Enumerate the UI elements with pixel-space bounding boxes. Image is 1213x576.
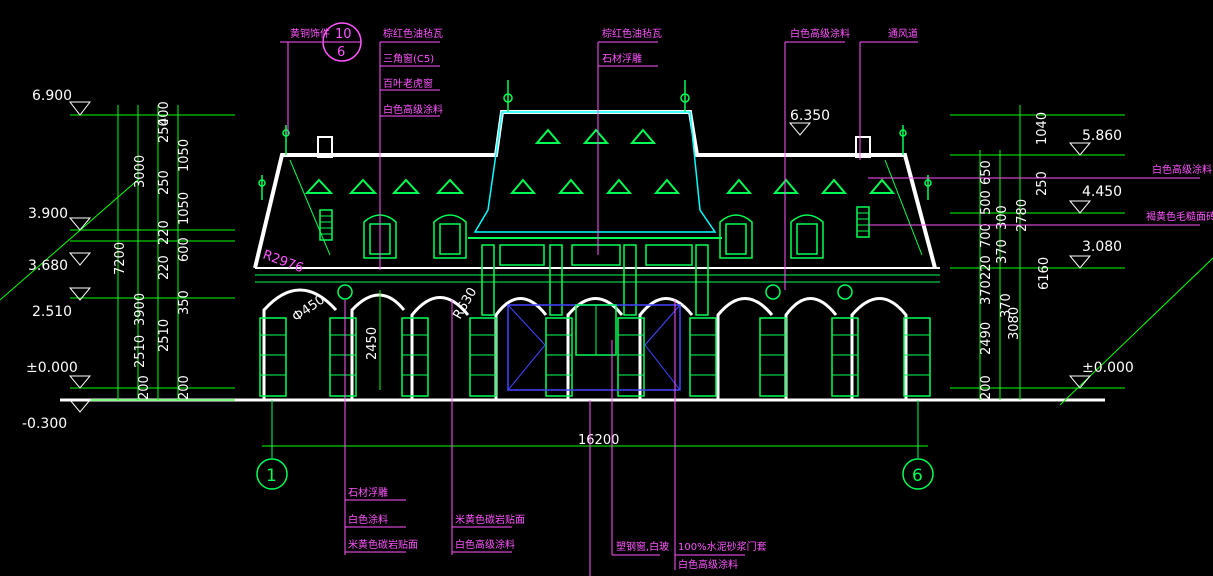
roof-hatching [289, 159, 923, 256]
level-label: ±0.000 [26, 360, 78, 376]
dimension-lines [0, 105, 1213, 455]
arcade-arches [262, 288, 908, 400]
annotation-text: 通风道 [888, 27, 918, 40]
annotation-text: 褐黄色毛糙面砖 [1146, 210, 1213, 223]
triangle-windows [304, 128, 896, 194]
level-label: 4.450 [1082, 184, 1122, 200]
dormer-windows [363, 214, 824, 259]
dim-value: 250 [157, 118, 172, 143]
annotation-text: 白色高级涂料 [455, 538, 515, 551]
dim-value: 220 [979, 255, 994, 280]
detail-number: 10 [335, 27, 352, 42]
dim-value: 500 [979, 190, 994, 215]
diameter-label: Ф450 [290, 292, 328, 325]
level-label: 3.900 [28, 206, 68, 222]
dim-value: 2510 [157, 319, 172, 352]
detail-sheet: 6 [337, 45, 345, 60]
annotation-text: 三角窗(C5) [383, 52, 434, 65]
dim-value: 650 [979, 160, 994, 185]
dim-value: 3900 [133, 293, 148, 326]
building-elevation [60, 80, 1105, 402]
annotation-text: 100%水泥砂浆门套 [678, 540, 767, 553]
annotation-text: 石材浮雕 [348, 486, 388, 499]
roof-finials [258, 80, 932, 200]
column-bands [260, 334, 930, 376]
level-label: 3.080 [1082, 239, 1122, 255]
dim-value: 600 [177, 237, 192, 262]
level-label: ±0.000 [1082, 360, 1134, 376]
columns [259, 244, 931, 397]
dim-value: 3000 [133, 155, 148, 188]
level-label: -0.300 [22, 416, 67, 432]
axis-bubble-6: 6 [902, 400, 934, 490]
annotation-text: 白色高级涂料 [1152, 163, 1212, 176]
dim-value: 220 [157, 220, 172, 245]
dim-value: 400 [157, 101, 172, 126]
annotation-text: 棕红色油毡瓦 [383, 27, 443, 40]
annotation-text: 石材浮雕 [602, 52, 642, 65]
dim-value: 300 [995, 205, 1010, 230]
level-label: 5.860 [1082, 128, 1122, 144]
annotation-leaders [280, 41, 1200, 576]
annotation-text: 塑钢窗,白玻 [616, 540, 669, 553]
dim-value: 370 [979, 280, 994, 305]
dim-value: 700 [979, 223, 994, 248]
level-label: 6.900 [32, 88, 72, 104]
axis-label: 1 [266, 466, 277, 486]
annotation-text: 黄铜饰件 [290, 27, 330, 40]
dim-value: 2490 [979, 322, 994, 355]
radius-label: R2976 [261, 248, 306, 277]
dim-value: 370 [995, 239, 1010, 264]
annotation-text: 百叶老虎窗 [383, 77, 433, 90]
annotation-text: 白色高级涂料 [383, 103, 443, 116]
dim-value: 370 [999, 293, 1014, 318]
annotation-text: 棕红色油毡瓦 [602, 27, 662, 40]
roundels [337, 284, 853, 300]
dim-value: 2780 [1015, 199, 1030, 232]
dim-value: 2510 [133, 335, 148, 368]
annotation-text: 米黄色碳岩贴面 [348, 538, 418, 551]
dim-value: 1050 [177, 192, 192, 225]
central-transom [499, 244, 693, 266]
level-label: 6.350 [790, 108, 830, 124]
axis-bubble-1: 1 [256, 400, 288, 490]
dim-value: 200 [979, 375, 994, 400]
dim-value: 6160 [1037, 257, 1052, 290]
chimney-right [855, 136, 871, 238]
dim-value: 200 [177, 375, 192, 400]
chimney-left [317, 136, 333, 241]
dim-value: 250 [1035, 171, 1050, 196]
dim-value: 200 [137, 375, 152, 400]
annotation-text: 白色涂料 [348, 513, 388, 526]
level-markers [68, 101, 1092, 413]
annotation-text: 米黄色碳岩贴面 [455, 513, 525, 526]
level-label: 2.510 [32, 304, 72, 320]
central-door [507, 304, 681, 391]
dim-value: 1050 [177, 139, 192, 172]
dim-value: 2450 [365, 327, 380, 360]
annotation-text: 白色高级涂料 [678, 558, 738, 571]
overall-width: 16200 [578, 433, 619, 448]
dim-value: 350 [177, 290, 192, 315]
dim-value: 220 [157, 255, 172, 280]
axis-label: 6 [912, 466, 923, 486]
level-label: 3.680 [28, 258, 68, 274]
detail-reference: 10 6 [322, 22, 362, 62]
dim-value: 7200 [113, 242, 128, 275]
dim-value: 1040 [1035, 112, 1050, 145]
annotation-text: 白色高级涂料 [790, 27, 850, 40]
central-roof-face [473, 111, 717, 233]
dim-value: 3080 [1007, 307, 1022, 340]
dim-value: 250 [157, 170, 172, 195]
